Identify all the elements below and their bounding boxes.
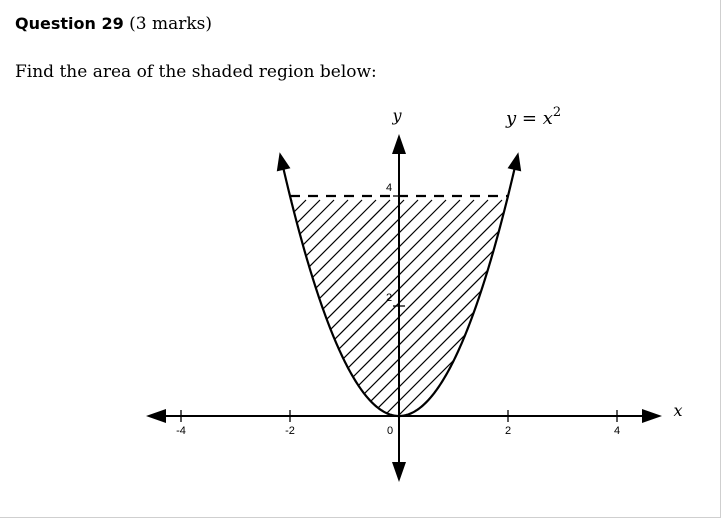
hatch-line: [290, 199, 419, 416]
question-prompt: Find the area of the shaded region below…: [15, 62, 377, 82]
y-axis-up-arrow: [392, 134, 406, 154]
hatch-line: [290, 199, 377, 416]
y-axis: [392, 134, 406, 482]
hatch-line: [0, 200, 264, 500]
hatch-line: [290, 199, 475, 416]
hatch-line: [290, 199, 508, 416]
y-axis-label: y: [391, 106, 402, 125]
hatch-line: [524, 200, 722, 500]
hatch-line: [290, 199, 508, 416]
hatch-line: [290, 199, 461, 416]
hatch-line: [290, 199, 293, 416]
hatch-line: [0, 200, 250, 500]
x-tick-label: 2: [505, 425, 511, 437]
hatch-line: [290, 199, 508, 416]
hatch-line: [290, 199, 391, 416]
hatch-line: [290, 199, 433, 416]
hatch-line: [290, 199, 503, 416]
hatch-line: [290, 199, 508, 416]
x-axis-left-arrow: [146, 409, 166, 423]
shaded-region: [0, 199, 722, 500]
question-marks: (3 marks): [129, 14, 213, 34]
x-tick-label: 0: [387, 425, 393, 437]
hatch-line: [510, 200, 722, 500]
curve-label: y = x2: [505, 105, 561, 129]
hatch-line: [566, 200, 722, 500]
question-title: Question 29: [15, 14, 124, 33]
hatch-line: [608, 200, 722, 500]
hatch-line: [290, 199, 489, 416]
hatch-line: [290, 199, 307, 416]
y-ticks: 24: [386, 182, 405, 307]
hatch-line: [290, 199, 335, 416]
hatch-line: [636, 200, 722, 500]
hatch-line: [290, 199, 363, 416]
hatch-line: [495, 199, 508, 416]
x-ticks: -4 -2 0 2 4: [176, 410, 620, 437]
question-heading: Question 29 (3 marks): [15, 13, 212, 35]
hatch-line: [538, 200, 722, 500]
hatch-line: [299, 199, 508, 416]
hatch-line: [594, 200, 722, 500]
x-tick-label: -4: [176, 425, 186, 437]
hatch-line: [552, 200, 722, 500]
x-axis-right-arrow: [642, 409, 662, 423]
curve-left-arrow: [276, 152, 291, 172]
hatch-line: [290, 199, 508, 416]
hatch-line: [622, 200, 722, 500]
hatch-line: [481, 199, 508, 416]
y-tick-label: 4: [386, 182, 392, 194]
y-axis-down-arrow: [392, 462, 406, 482]
parabola-curve: [280, 159, 518, 418]
hatch-line: [290, 199, 508, 416]
hatch-line: [467, 199, 508, 416]
x-tick-label: 4: [614, 425, 620, 437]
hatch-line: [290, 199, 447, 416]
hatch-line: [650, 200, 722, 500]
curve-right-arrow: [507, 152, 522, 172]
hatch-line: [290, 199, 405, 416]
hatch-line: [580, 200, 722, 500]
hatch-line: [290, 199, 321, 416]
x-axis-label: x: [673, 401, 682, 420]
y-tick-label: 2: [386, 292, 392, 304]
hatch-line: [439, 199, 508, 416]
hatch-line: [0, 200, 278, 500]
x-tick-label: -2: [285, 425, 295, 437]
